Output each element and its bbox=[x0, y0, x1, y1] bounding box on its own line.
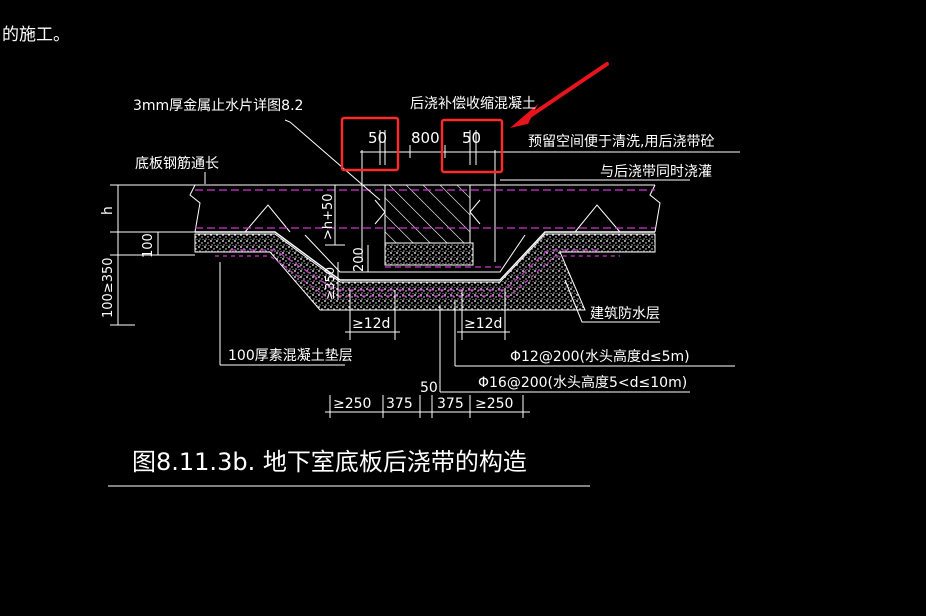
red-arrow-icon bbox=[510, 62, 609, 128]
pour-together-label: 与后浇带同时浇灌 bbox=[600, 164, 712, 180]
rebar-d5-label: Φ12@200(水头高度d≤5m) bbox=[510, 348, 690, 365]
dim-bot-50: 50 bbox=[420, 380, 438, 396]
labels: 3mm厚金属止水片详图8.2 后浇补偿收缩混凝土 底板钢筋通长 预留空间便于清洗… bbox=[133, 96, 714, 391]
waterstop-label: 3mm厚金属止水片详图8.2 bbox=[133, 98, 303, 114]
dim-350: ≥350 bbox=[323, 267, 337, 300]
figure-caption: 图8.11.3b. 地下室底板后浇带的构造 bbox=[132, 448, 527, 476]
dim-bot-250-right: ≥250 bbox=[475, 396, 513, 412]
filler-concrete-label: 后浇补偿收缩混凝土 bbox=[410, 96, 536, 112]
dim-h-plus-50: >h+50 bbox=[321, 193, 336, 240]
dimension-lines bbox=[108, 119, 740, 487]
dim-lap-right: ≥12d bbox=[464, 316, 502, 332]
dim-lap-left: ≥12d bbox=[352, 316, 390, 332]
dim-top-right: 50 bbox=[462, 129, 481, 147]
dim-top-left: 50 bbox=[368, 129, 387, 147]
rebar-through-label: 底板钢筋通长 bbox=[135, 155, 219, 172]
rebar-lines bbox=[195, 189, 655, 297]
rebar-d10-label: Φ16@200(水头高度5<d≤10m) bbox=[478, 374, 687, 391]
dim-bot-375-left: 375 bbox=[386, 396, 413, 412]
slab-structure bbox=[189, 150, 661, 311]
cushion-label: 100厚素混凝土垫层 bbox=[228, 348, 353, 364]
dimension-texts: 50 800 50 h 100 100≥350 >h+50 200 ≥350 ≥… bbox=[100, 129, 513, 412]
reserve-space-label: 预留空间便于清洗,用后浇带砼 bbox=[528, 134, 714, 150]
highlight-box-right bbox=[440, 118, 504, 174]
dim-100: 100 bbox=[141, 233, 156, 258]
corner-text: 的施工。 bbox=[2, 25, 70, 45]
dim-top-mid: 800 bbox=[411, 129, 440, 147]
dim-bot-375-right: 375 bbox=[437, 396, 464, 412]
dim-100-350: 100≥350 bbox=[101, 257, 116, 318]
dim-h: h bbox=[100, 206, 116, 215]
dim-200: 200 bbox=[352, 247, 367, 272]
dim-bot-250-left: ≥250 bbox=[333, 396, 371, 412]
waterproof-label: 建筑防水层 bbox=[590, 306, 660, 322]
highlight-box-left bbox=[340, 116, 400, 172]
